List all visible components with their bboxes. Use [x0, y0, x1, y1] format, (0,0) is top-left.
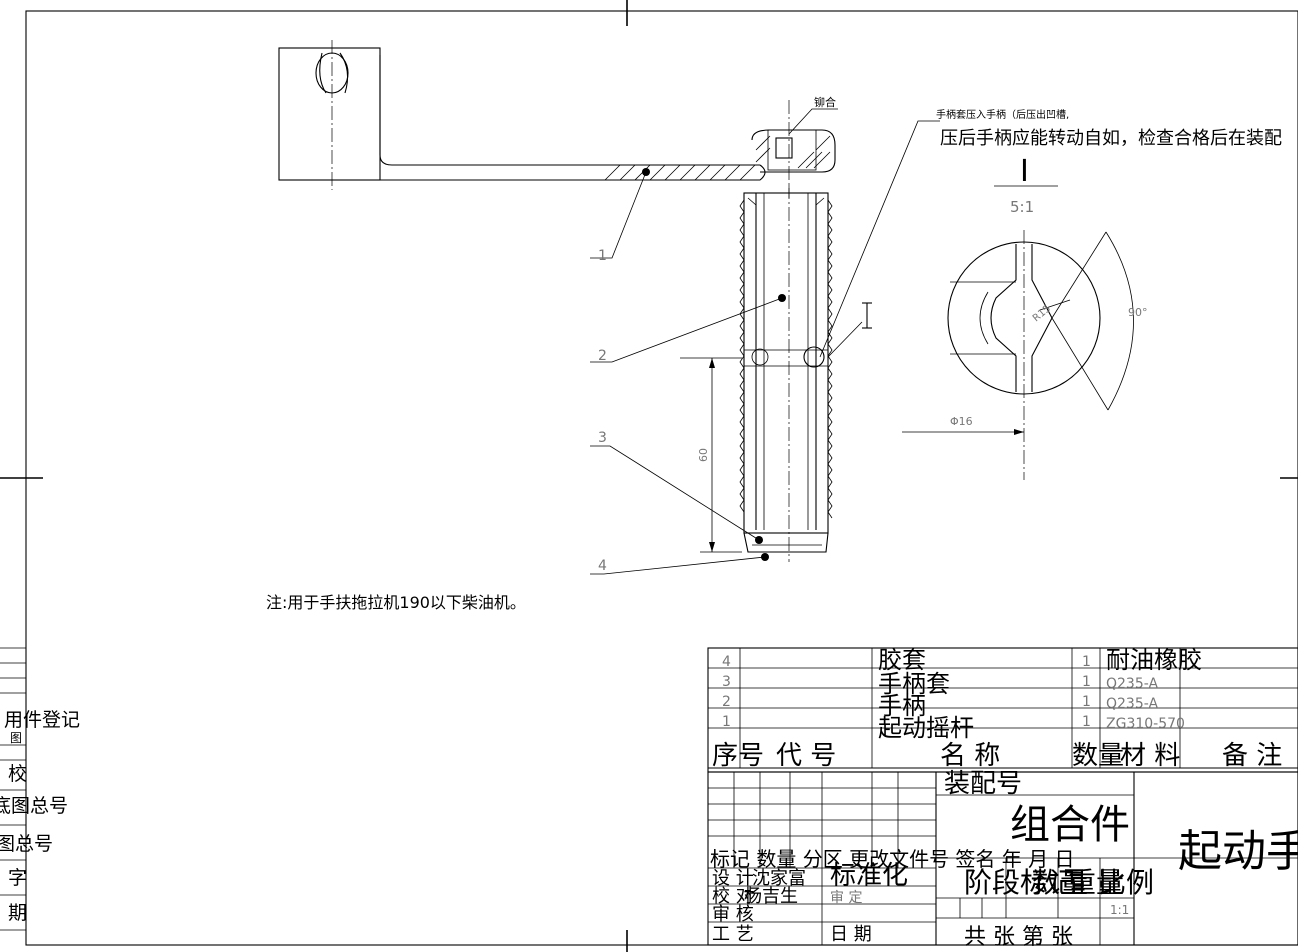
bom-row-material: ZG310-570: [1106, 716, 1185, 732]
bom-row-no: 2: [722, 694, 731, 710]
rivet-callout: 铆合: [814, 95, 836, 109]
detail-title-mark: I: [1020, 154, 1029, 189]
bom-row-no: 4: [722, 654, 731, 670]
role-label: 校 对: [712, 886, 754, 907]
bom-row-material: Q235-A: [1106, 696, 1158, 712]
drawing-note: 注:用于手扶拖拉机190以下柴油机。: [266, 593, 526, 612]
sheets-label: 共 张 第 张: [964, 925, 1073, 950]
title-block: [707, 771, 1298, 946]
approve-label: 审 定: [830, 890, 862, 906]
detail-scale: 5:1: [1010, 198, 1034, 216]
bom-row-name: 手柄套: [878, 670, 950, 698]
bom-row-material: Q235-A: [1106, 676, 1158, 692]
bom-row-no: 3: [722, 674, 731, 690]
standardization: 标准化: [830, 861, 908, 891]
bom-header-code: 代 号: [776, 741, 836, 771]
angle-dimension: 90°: [1128, 306, 1148, 319]
bom-row-name: 手柄: [878, 692, 926, 720]
strip-label: 图: [10, 731, 22, 745]
strip-label: 底图总号: [0, 795, 68, 817]
role-label: 工 艺: [712, 924, 754, 945]
instruction-line-2: 压后手柄应能转动自如，检查合格后在装配: [940, 128, 1282, 149]
bom-header-material: 材 料: [1120, 741, 1180, 771]
crank-main-view: [278, 40, 940, 575]
detail-view-I: [902, 185, 1134, 480]
bom-row-qty: 1: [1082, 714, 1091, 730]
left-strip: 用件登记 图 校 底图总号 图总号 字 期: [0, 647, 80, 931]
length-dimension: 60: [697, 448, 710, 462]
strip-label: 校: [8, 763, 27, 785]
assembly-no-label: 装配号: [944, 769, 1022, 799]
strip-label: 字: [8, 867, 27, 889]
part-type: 组合件: [1010, 802, 1130, 848]
strip-label: 期: [8, 902, 27, 924]
balloon-3: 3: [598, 430, 607, 446]
weight-label: 重量: [1068, 866, 1124, 899]
bom-row-qty: 1: [1082, 694, 1091, 710]
revision-header: 标记 数量 分区 更改文件号 签名 年 月 日: [710, 847, 1075, 871]
bom-row-no: 1: [722, 714, 731, 730]
bom-row-name: 胶套: [878, 646, 926, 674]
role-label: 审 核: [712, 904, 754, 925]
bom-header-name: 名 称: [940, 741, 1000, 771]
scale-label: 比例: [1098, 866, 1154, 899]
role-name: 沈家富: [752, 868, 806, 889]
qty-label: 数量: [1032, 866, 1088, 899]
bom-row-name: 起动摇杆: [878, 714, 974, 742]
stage-label: 阶段标记: [964, 866, 1076, 899]
bom-header-note: 备 注: [1222, 741, 1282, 771]
diameter-dimension: Φ16: [950, 415, 973, 428]
instruction-line-1: 手柄套压入手柄（后压出凹槽,: [936, 108, 1069, 121]
bom-row-qty: 1: [1082, 654, 1091, 670]
part-name: 起动手柄: [1178, 826, 1298, 877]
bom-header-no: 序号: [712, 741, 764, 771]
balloon-4: 4: [598, 558, 607, 574]
bom-row-qty: 1: [1082, 674, 1091, 690]
scale-value: 1:1: [1110, 903, 1129, 917]
balloon-1: 1: [598, 248, 607, 264]
bom-table: [707, 647, 1298, 773]
role-name: 杨吉生: [744, 886, 798, 907]
role-label: 设 计: [712, 868, 754, 889]
date-label: 日 期: [830, 924, 872, 945]
strip-label: 用件登记: [4, 709, 80, 731]
balloon-2: 2: [598, 348, 607, 364]
bom-header-qty: 数量: [1072, 741, 1124, 771]
strip-label: 图总号: [0, 833, 53, 855]
bom-row-material: 耐油橡胶: [1106, 646, 1202, 674]
